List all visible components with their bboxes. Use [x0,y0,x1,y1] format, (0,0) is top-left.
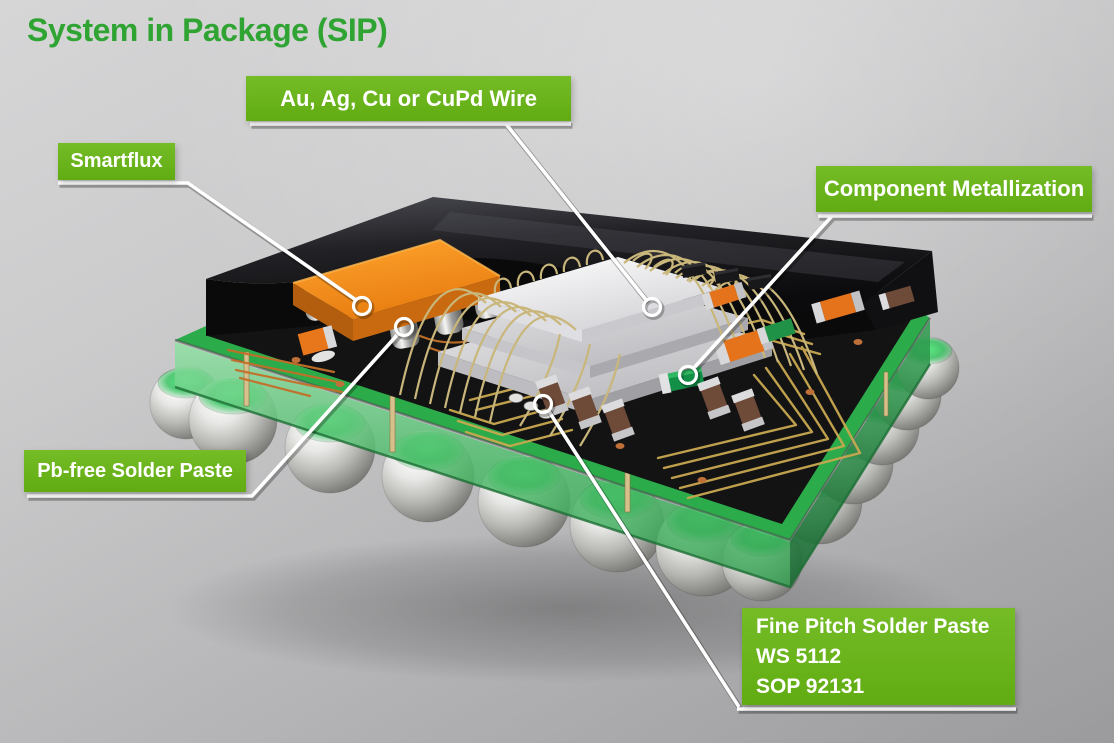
label-component-metallization: Component Metallization [816,166,1092,212]
label-fine-pitch-solder-paste: Fine Pitch Solder Paste WS 5112 SOP 9213… [742,608,1015,705]
label-pb-free-text: Pb-free Solder Paste [37,459,233,482]
leader-component-metallization [691,214,1092,371]
label-smartflux-text: Smartflux [70,150,163,172]
label-wire-text: Au, Ag, Cu or CuPd Wire [280,85,537,111]
brown-mlcc [731,388,765,432]
passive-components [508,262,915,442]
brown-mlcc [878,285,915,311]
small-capacitor-left [297,325,338,363]
orange-mlcc [701,281,747,311]
brown-mlcc [601,398,635,442]
target-ring-smartflux [351,295,373,317]
label-pb-free-solder-paste: Pb-free Solder Paste [24,450,246,492]
label-fine-pitch-line2: WS 5112 [756,644,842,668]
label-wire: Au, Ag, Cu or CuPd Wire [246,76,571,121]
pcb-front-left-face [175,342,790,587]
leader-fine-pitch [546,409,1016,711]
brown-mlcc [568,386,602,430]
label-component-metallization-text: Component Metallization [823,176,1085,201]
brown-mlcc [697,376,731,420]
target-ring-component-metallization [677,364,699,386]
label-fine-pitch-line3: SOP 92131 [756,674,865,698]
orange-mlcc [811,290,865,324]
orange-component [292,238,501,341]
target-ring-wire [641,296,663,318]
label-fine-pitch-line1: Fine Pitch Solder Paste [756,614,990,638]
green-mlcc [756,318,796,345]
leader-wire [250,122,649,303]
leader-smartflux [58,181,358,302]
leader-pb-free [27,331,401,498]
leader-lines [27,122,1094,714]
brown-mlcc [535,374,569,418]
target-ring-fine-pitch [532,393,554,415]
target-ring-pb-free [393,316,415,338]
page-title: System in Package (SIP) [27,12,388,48]
label-smartflux: Smartflux [58,143,175,180]
